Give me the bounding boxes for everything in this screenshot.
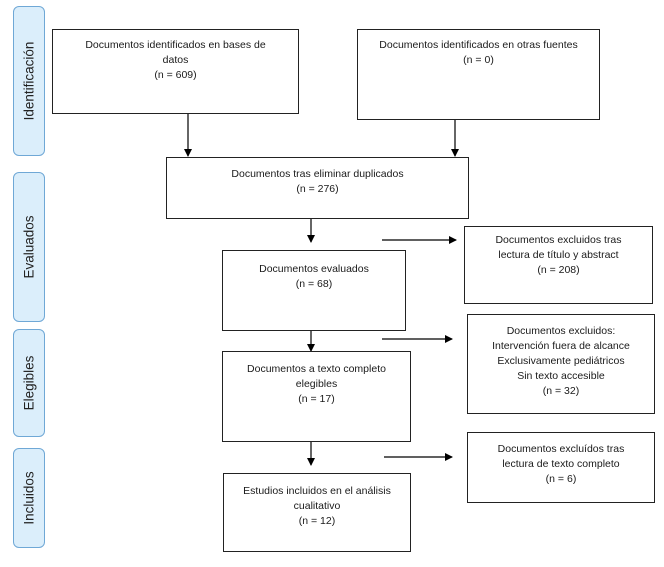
box-excluidos-count: (n = 32) <box>542 385 580 397</box>
box-excluidos-texto: Documentos excluídos tras lectura de tex… <box>467 432 655 503</box>
box-bases-datos-count: (n = 609) <box>154 69 197 81</box>
box-duplicados: Documentos tras eliminar duplicados (n =… <box>166 157 469 219</box>
box-incluidos-count: (n = 12) <box>298 515 336 527</box>
phase-incluidos: Incluidos <box>13 448 45 548</box>
box-excluidos-line1: Documentos excluidos: <box>506 325 616 337</box>
box-evaluados-count: (n = 68) <box>295 278 333 290</box>
box-texto-completo: Documentos a texto completo elegibles (n… <box>222 351 411 442</box>
box-excluidos-titulo-line2: lectura de título y abstract <box>498 249 619 261</box>
box-duplicados-count: (n = 276) <box>296 183 339 195</box>
box-bases-datos-line2: datos <box>162 54 189 66</box>
box-incluidos: Estudios incluidos en el análisis cualit… <box>223 473 411 552</box>
box-excluidos-titulo-line1: Documentos excluidos tras <box>495 234 622 246</box>
box-excluidos-titulo-count: (n = 208) <box>537 264 580 276</box>
box-excluidos-texto-line1: Documentos excluídos tras <box>497 443 625 455</box>
box-otras-fuentes-count: (n = 0) <box>463 54 494 66</box>
box-excluidos-titulo: Documentos excluidos tras lectura de tít… <box>464 226 653 304</box>
phase-identificacion: Identificación <box>13 6 45 156</box>
box-evaluados: Documentos evaluados (n = 68) <box>222 250 406 331</box>
box-incluidos-line2: cualitativo <box>293 500 341 512</box>
box-incluidos-line1: Estudios incluidos en el análisis <box>243 485 391 497</box>
phase-elegibles: Elegibles <box>13 329 45 437</box>
box-duplicados-line1: Documentos tras eliminar duplicados <box>231 168 404 180</box>
phase-evaluados: Evaluados <box>13 172 45 322</box>
box-texto-completo-count: (n = 17) <box>298 393 335 405</box>
box-excluidos-line3: Exclusivamente pediátricos <box>497 355 625 367</box>
box-otras-fuentes: Documentos identificados en otras fuente… <box>357 29 600 120</box>
box-excluidos-texto-line2: lectura de texto completo <box>502 458 620 470</box>
box-bases-datos: Documentos identificados en bases de dat… <box>52 29 299 114</box>
box-texto-completo-line1: Documentos a texto completo <box>247 363 386 375</box>
box-texto-completo-line2: elegibles <box>295 378 338 390</box>
box-evaluados-line1: Documentos evaluados <box>259 263 369 275</box>
box-excluidos-texto-count: (n = 6) <box>545 473 577 485</box>
box-excluidos-line4: Sin texto accesible <box>517 370 605 382</box>
box-excluidos: Documentos excluidos: Intervención fuera… <box>467 314 655 414</box>
box-otras-fuentes-line1: Documentos identificados en otras fuente… <box>379 39 578 51</box>
box-excluidos-line2: Intervención fuera de alcance <box>492 340 630 352</box>
box-bases-datos-line1: Documentos identificados en bases de <box>85 39 266 51</box>
